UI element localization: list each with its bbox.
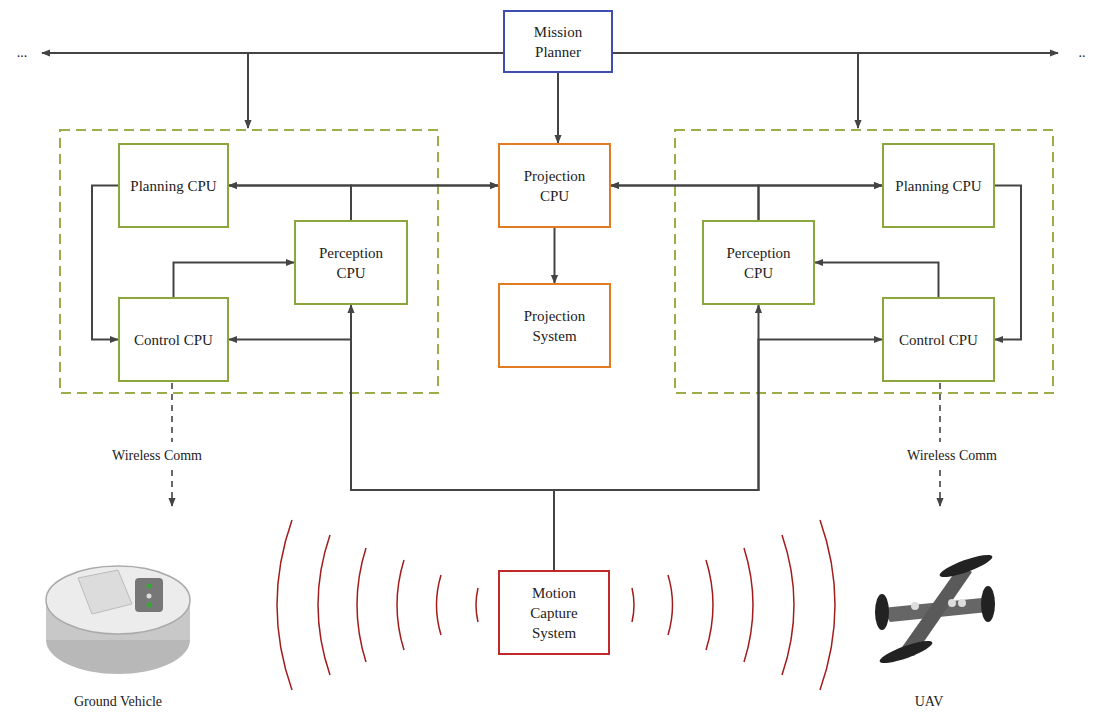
cpu-box: Control CPU	[882, 297, 995, 382]
wireless-link	[171, 470, 173, 506]
node-text: Control CPU	[130, 330, 217, 350]
cpu-box: Planning CPU	[882, 143, 995, 228]
connector-arrow	[611, 186, 759, 221]
connector-arrow	[995, 186, 1021, 340]
connector-arrow	[557, 73, 559, 143]
vehicle-label: Ground Vehicle	[72, 693, 164, 711]
link-label: Wireless Comm	[905, 447, 999, 465]
ellipsis: ...	[15, 44, 30, 62]
connector-arrow	[174, 263, 295, 298]
node-text: Mission Planner	[515, 22, 601, 62]
vehicle-group	[60, 130, 438, 393]
planner-box: Mission Planner	[503, 10, 613, 73]
node-text: Perception CPU	[306, 243, 396, 283]
node-text: Planning CPU	[894, 176, 983, 196]
capture-waves	[277, 520, 835, 690]
node-text: Projection CPU	[510, 166, 599, 206]
wireless-link	[939, 470, 941, 506]
bus-line	[613, 52, 1058, 54]
node-text: Perception CPU	[714, 243, 803, 283]
connector-arrow	[92, 186, 118, 340]
connector-arrow	[554, 340, 882, 571]
connector-arrow	[554, 228, 556, 283]
cpu-box: Planning CPU	[118, 143, 229, 228]
bus-line	[42, 52, 503, 54]
system-box: Projection System	[498, 283, 611, 368]
connector-arrow	[229, 340, 554, 571]
vehicle-group	[675, 130, 1053, 393]
uav-icon	[875, 551, 995, 667]
node-text: Motion Capture System	[510, 583, 598, 643]
cpu-box: Projection CPU	[498, 143, 611, 228]
connector-arrow	[351, 186, 498, 221]
connector-arrow	[759, 186, 883, 221]
cpu-box: Control CPU	[118, 297, 229, 382]
bus-drop	[857, 53, 859, 128]
cpu-box: Perception CPU	[294, 220, 408, 305]
node-text: Planning CPU	[130, 176, 217, 196]
wireless-link	[171, 383, 173, 442]
cpu-box: Perception CPU	[702, 220, 815, 305]
connector-arrow	[815, 263, 939, 298]
node-text: Projection System	[510, 306, 599, 346]
node-text: Control CPU	[894, 330, 983, 350]
bus-drop	[247, 53, 249, 128]
wireless-link	[939, 383, 941, 442]
ground-vehicle-icon	[46, 566, 190, 674]
vehicle-label: UAV	[913, 693, 946, 711]
connector-arrow	[229, 186, 351, 221]
link-label: Wireless Comm	[110, 447, 204, 465]
ellipsis: ..	[1077, 44, 1088, 62]
system-box: Motion Capture System	[498, 570, 610, 655]
